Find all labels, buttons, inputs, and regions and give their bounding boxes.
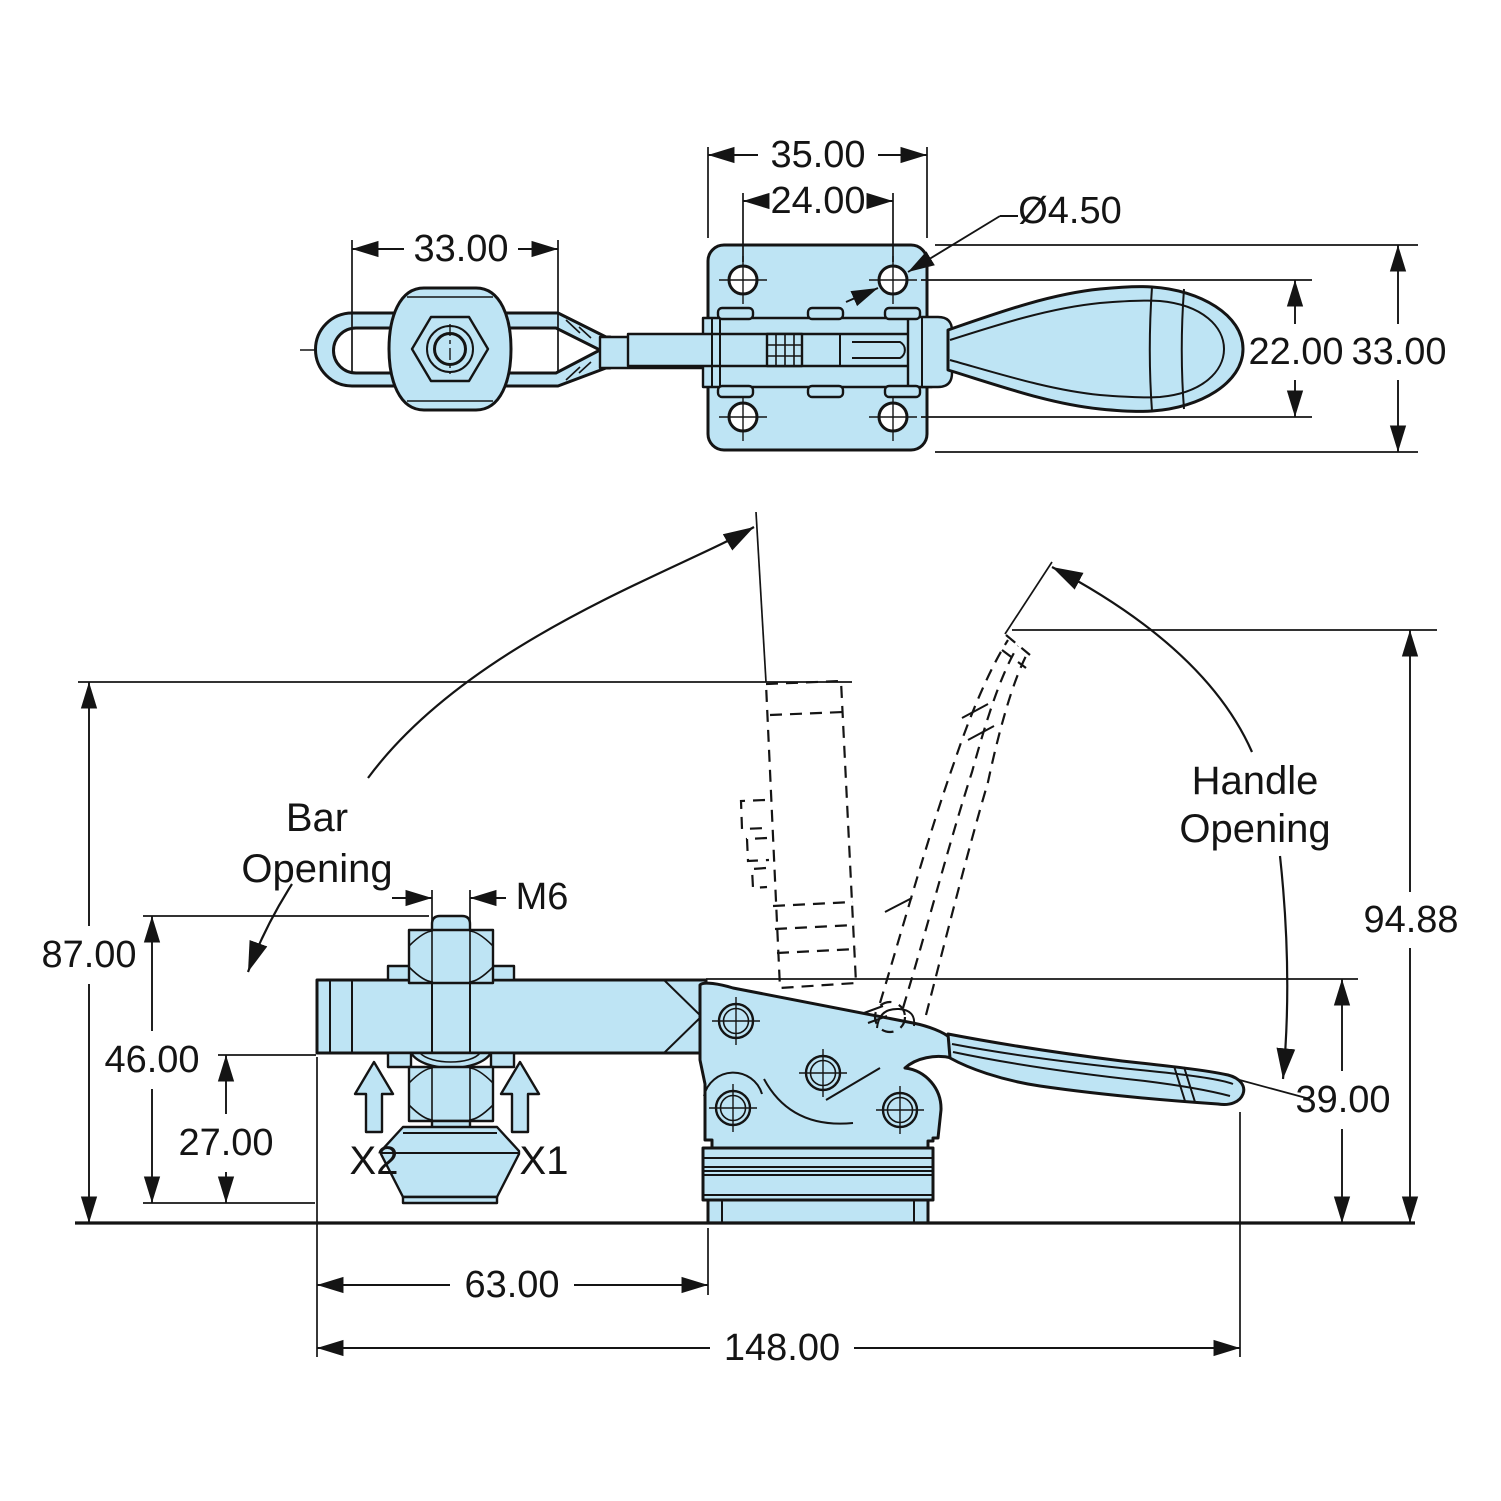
- dim-text-39: 39.00: [1295, 1079, 1390, 1121]
- dim-text-87: 87.00: [41, 934, 136, 976]
- dim-hole-diameter: Ø4.50: [845, 190, 1122, 307]
- dim-text-148: 148.00: [724, 1327, 840, 1369]
- dim-open-bar-height: 87.00: [41, 682, 137, 1223]
- dim-text-9488: 94.88: [1363, 899, 1458, 941]
- clamp-bar: [315, 978, 708, 1055]
- top-view: 33.00 35.00 24.00 Ø4.50 22.00: [300, 134, 1447, 453]
- label-bar-opening-1: Bar: [286, 796, 348, 840]
- dim-text-63: 63.00: [464, 1264, 559, 1306]
- dim-bar-clearance: 27.00: [178, 1055, 274, 1203]
- swivel-nut-assembly: [387, 286, 513, 412]
- dim-plate-height: 33.00: [935, 244, 1447, 453]
- closed-handle-tip-extension: [1235, 1078, 1311, 1100]
- dim-text-plate-height: 33.00: [1351, 331, 1446, 373]
- mounting-holes: [719, 256, 917, 441]
- pivot-rivets: [709, 997, 924, 1134]
- open-bar-edge-extension: [755, 511, 767, 683]
- dim-ubar-span: 33.00: [351, 228, 559, 372]
- slot: [852, 341, 906, 359]
- dim-overall-length: 148.00: [317, 1327, 1240, 1369]
- rubber-foot: [379, 1125, 521, 1205]
- slide-channel: [626, 306, 954, 399]
- clevis: [906, 315, 954, 389]
- mounting-base: [701, 1146, 935, 1225]
- dim-spindle-height: 46.00: [104, 916, 200, 1203]
- reference-lines: [78, 511, 1437, 1357]
- handle-closed: [946, 1032, 1246, 1106]
- dim-plate-width: 35.00: [707, 134, 928, 238]
- upper-nut: [407, 928, 495, 985]
- side-view: X2 X1: [41, 511, 1459, 1369]
- label-handle-opening-2: Opening: [1179, 807, 1330, 851]
- dim-text-ubar-span: 33.00: [413, 228, 508, 270]
- handle-top-view: [946, 285, 1245, 413]
- open-bar-dashed: [739, 679, 858, 990]
- force-arrow-x1: [499, 1060, 541, 1134]
- label-x1: X1: [520, 1139, 569, 1183]
- dim-thread: M6: [392, 876, 568, 924]
- dim-text-handle-height: 22.00: [1248, 331, 1343, 373]
- label-handle-opening-1: Handle: [1192, 759, 1319, 803]
- dim-handle-height: 22.00: [921, 279, 1344, 418]
- handle-opening-arc: [1051, 566, 1296, 1080]
- threaded-section: [765, 332, 804, 368]
- open-handle-dashed: [863, 634, 1031, 1034]
- bar-opening-arc: [246, 526, 755, 973]
- force-arrows: X2 X1: [350, 1060, 569, 1183]
- dim-text-27: 27.00: [178, 1122, 273, 1164]
- dim-text-plate-width: 35.00: [770, 134, 865, 176]
- dim-text-46: 46.00: [104, 1039, 199, 1081]
- dim-text-hole-diameter: Ø4.50: [1018, 190, 1122, 232]
- spindle-assembly: [379, 914, 521, 1205]
- dim-bar-height: 39.00: [1295, 979, 1391, 1223]
- label-bar-opening-2: Opening: [241, 847, 392, 891]
- dim-hole-spacing: 24.00: [742, 180, 894, 262]
- force-arrow-x2: [353, 1060, 395, 1134]
- open-handle-tip-extension: [1004, 561, 1053, 635]
- dim-open-handle-height: 94.88: [1363, 630, 1459, 1223]
- serration-lugs: [716, 306, 922, 399]
- dim-spindle-offset: 63.00: [317, 1264, 708, 1306]
- dim-text-hole-spacing: 24.00: [770, 180, 865, 222]
- label-x2: X2: [350, 1139, 399, 1183]
- dim-text-m6: M6: [516, 876, 569, 918]
- lower-nut: [407, 1065, 495, 1123]
